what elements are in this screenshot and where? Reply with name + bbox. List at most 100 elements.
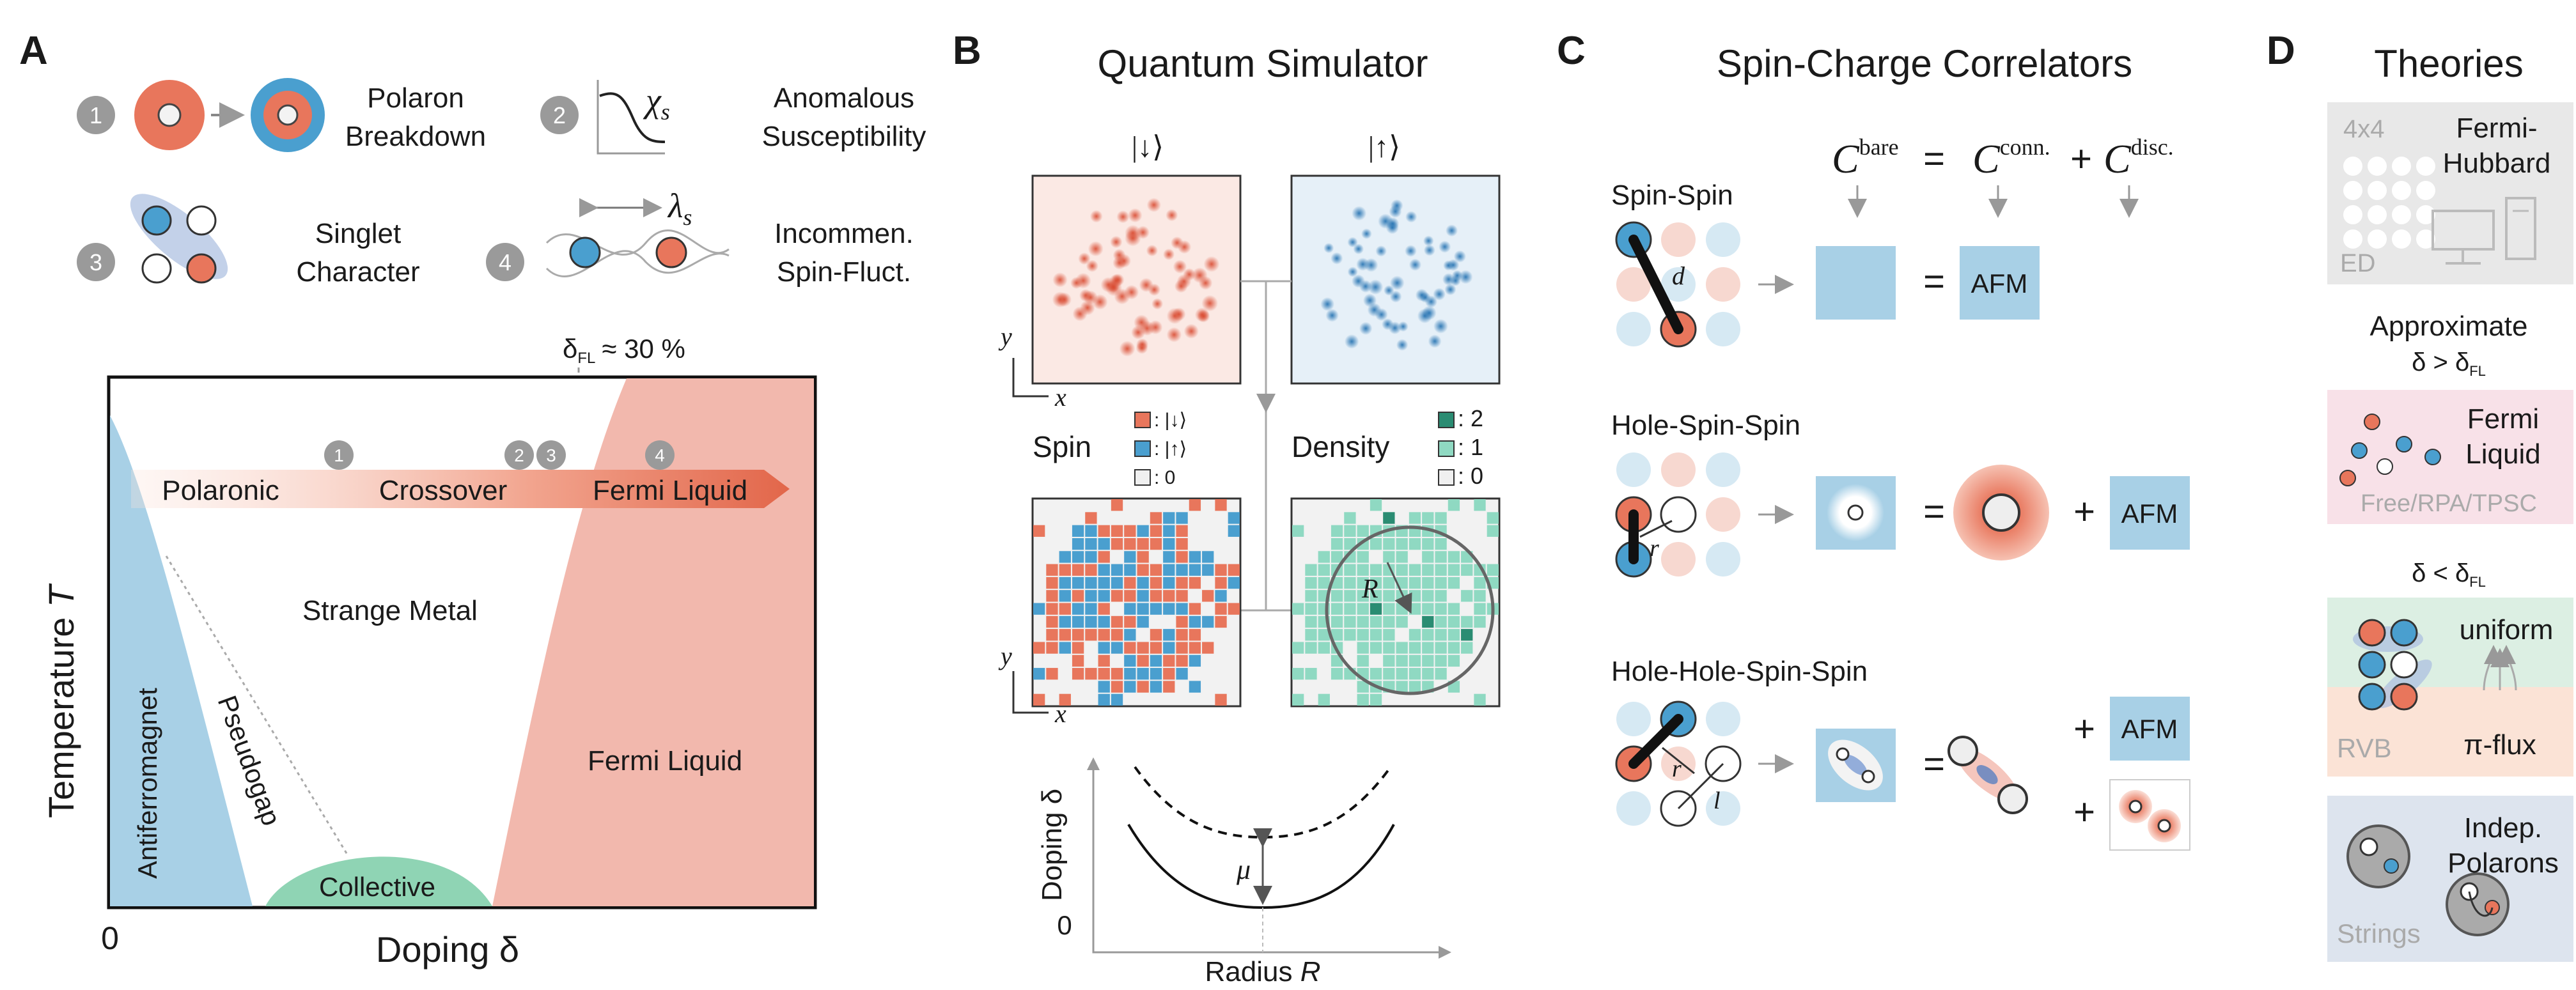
spin-cell xyxy=(1228,603,1240,615)
susceptibility-axes-icon xyxy=(597,80,665,155)
spin-cell xyxy=(1137,603,1149,615)
density-cell xyxy=(1435,551,1447,563)
arrow-label-fermi-liquid: Fermi Liquid xyxy=(593,475,747,506)
spin-down-atom xyxy=(1173,259,1187,274)
density-cell xyxy=(1474,576,1486,589)
spin-cell xyxy=(1046,590,1058,602)
singlet-empty-site-2 xyxy=(141,253,172,284)
density-cell xyxy=(1357,603,1369,615)
hole-hole-bare-hole-2 xyxy=(1861,770,1875,784)
density-cell xyxy=(1331,525,1343,537)
spin-cell xyxy=(1176,538,1188,550)
density-legend-1: : 1 xyxy=(1458,434,1483,460)
density-cell xyxy=(1370,576,1382,589)
spin-up-atom xyxy=(1361,228,1372,240)
density-cell xyxy=(1344,576,1356,589)
spin-cell xyxy=(1163,576,1175,589)
spin-cell xyxy=(1098,551,1110,563)
density-cell xyxy=(1409,681,1421,693)
spin-up-atom xyxy=(1423,235,1434,247)
panel-c-letter: C xyxy=(1557,29,1586,73)
spin-down-atom xyxy=(1146,244,1159,257)
ed-lattice-site xyxy=(2392,181,2411,200)
panel-b-title: Quantum Simulator xyxy=(1098,42,1428,85)
spin-cell xyxy=(1228,525,1240,537)
spin-cell xyxy=(1072,551,1084,563)
spin-cell xyxy=(1228,512,1240,524)
spin-label: Spin xyxy=(1033,430,1091,463)
spin-up-atom xyxy=(1417,308,1433,323)
spin-up-atom xyxy=(1439,240,1451,253)
crossover-arrow xyxy=(131,470,790,508)
spin-up-atom xyxy=(1446,224,1458,237)
spin-down-atom xyxy=(1151,298,1164,310)
spin-cell xyxy=(1098,681,1110,693)
spin-down-atom xyxy=(1166,209,1178,222)
density-cell xyxy=(1409,629,1421,641)
spin-down-atom xyxy=(1086,259,1098,272)
spin-spin-lattice xyxy=(1615,221,1740,348)
spin-cell xyxy=(1111,629,1123,641)
density-cell xyxy=(1292,642,1304,654)
spin-cell xyxy=(1124,603,1136,615)
spin-down-atom xyxy=(1052,291,1068,308)
density-cell xyxy=(1292,668,1304,680)
spin-cell xyxy=(1085,603,1097,615)
spin-down-atom xyxy=(1166,327,1182,343)
spin-up-atom xyxy=(1320,297,1335,311)
density-label: Density xyxy=(1292,430,1389,463)
spin-cell xyxy=(1059,564,1071,576)
spin-cell xyxy=(1085,525,1097,537)
spin-spin-afm-label: AFM xyxy=(1971,268,2028,298)
fermi-liquid-box xyxy=(2327,390,2573,524)
spin-cell xyxy=(1072,576,1084,589)
rvb-site-5 xyxy=(2358,683,2386,711)
c-plus: + xyxy=(2070,138,2092,180)
density-cell xyxy=(1318,576,1330,589)
density-cell xyxy=(1344,525,1356,537)
spin-up-atom xyxy=(1405,245,1417,257)
panel-b-letter: B xyxy=(953,29,981,73)
spin-cell xyxy=(1150,668,1162,680)
density-cell xyxy=(1357,564,1369,576)
density-cell xyxy=(1370,693,1382,706)
spin-cell xyxy=(1085,615,1097,628)
density-cell xyxy=(1318,693,1330,706)
axis-y-top: y xyxy=(998,322,1012,351)
spin-up-atom xyxy=(1382,318,1394,330)
spin-legend-empty: : 0 xyxy=(1154,467,1175,488)
density-cell xyxy=(1448,499,1460,511)
spin-down-atom xyxy=(1052,272,1068,288)
density-legend-2-swatch xyxy=(1438,412,1455,428)
ed-lattice-site xyxy=(2368,157,2387,176)
arrow-label-polaronic: Polaronic xyxy=(162,475,279,506)
axis-y-bottom: y xyxy=(998,642,1012,670)
spin-cell xyxy=(1150,629,1162,641)
spin-cell xyxy=(1098,564,1110,576)
density-cell xyxy=(1383,654,1395,667)
density-cell xyxy=(1305,629,1317,641)
spin-cell xyxy=(1046,615,1058,628)
spin-cell xyxy=(1124,654,1136,667)
c-equals: = xyxy=(1923,138,1945,180)
spin-grid xyxy=(1033,499,1240,706)
density-cell xyxy=(1435,564,1447,576)
spin-up-atom xyxy=(1433,319,1448,334)
doping-plot-xlabel: Radius R xyxy=(1205,956,1321,987)
density-cell xyxy=(1435,668,1447,680)
radius-symbol: R xyxy=(1361,575,1378,604)
spin-cell xyxy=(1124,681,1136,693)
spin-cell xyxy=(1137,681,1149,693)
ed-lattice-site xyxy=(2416,205,2435,224)
density-cell xyxy=(1409,668,1421,680)
spin-up-atom xyxy=(1389,275,1405,291)
spin-cell xyxy=(1163,681,1175,693)
feature-4-label-1: Incommen. xyxy=(774,218,914,249)
density-cell xyxy=(1422,629,1434,641)
density-cell xyxy=(1409,642,1421,654)
ed-lattice-site xyxy=(2343,181,2362,200)
density-cell xyxy=(1435,629,1447,641)
density-cell xyxy=(1331,615,1343,628)
polarons-name-2: Polarons xyxy=(2447,847,2559,879)
spin-cell xyxy=(1085,668,1097,680)
